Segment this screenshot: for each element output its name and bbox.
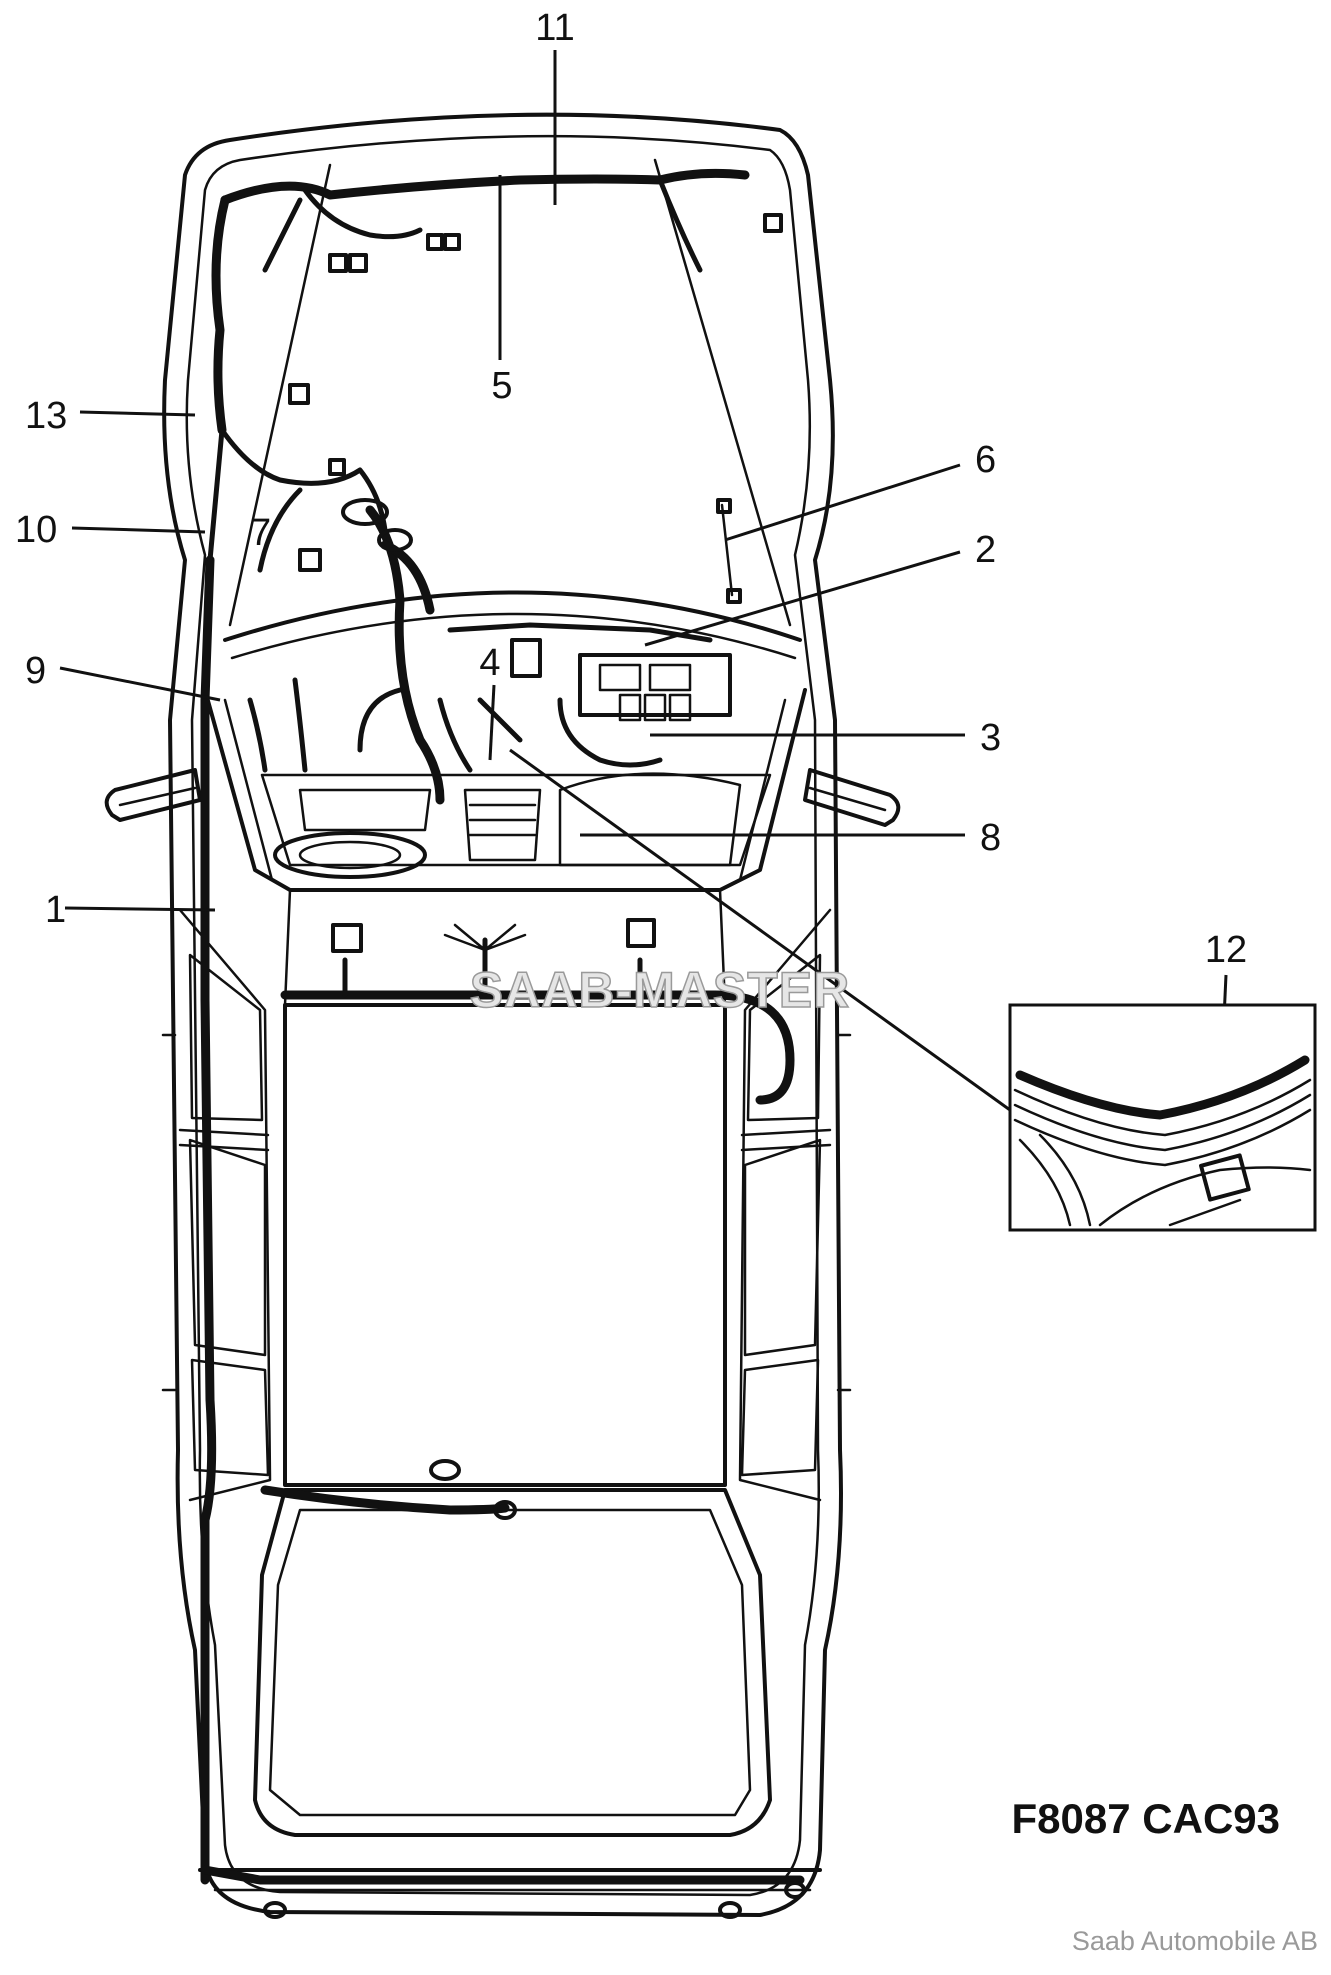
watermark-text: SAAB-MASTER [470, 962, 850, 1018]
callout-8: 8 [980, 817, 1001, 859]
callout-13: 13 [25, 395, 67, 437]
callout-12: 12 [1205, 929, 1247, 971]
connectors [263, 213, 806, 1919]
relay-box [578, 653, 732, 722]
right-side-mirror [803, 768, 901, 827]
detail-inset [1008, 1003, 1317, 1232]
callout-10: 10 [15, 509, 57, 551]
callout-4: 4 [479, 642, 500, 684]
callout-1: 1 [45, 889, 66, 931]
callout-2: 2 [975, 529, 996, 571]
car-body-outline [161, 112, 852, 1917]
callout-5: 5 [491, 365, 512, 407]
control-module [510, 638, 542, 678]
figure-code: F8087 CAC93 [1012, 1795, 1280, 1842]
callout-3: 3 [980, 717, 1001, 759]
callout-labels: 11 5 13 10 7 9 1 6 2 4 3 8 12 [15, 7, 1247, 971]
callout-7: 7 [250, 512, 271, 554]
callout-6: 6 [975, 439, 996, 481]
left-side-mirror [104, 768, 202, 822]
leader-lines [59, 50, 1228, 1112]
wiring-harness [200, 168, 805, 1885]
callout-11: 11 [535, 7, 574, 49]
copyright-text: Saab Automobile AB [1072, 1926, 1318, 1956]
callout-9: 9 [25, 650, 46, 692]
